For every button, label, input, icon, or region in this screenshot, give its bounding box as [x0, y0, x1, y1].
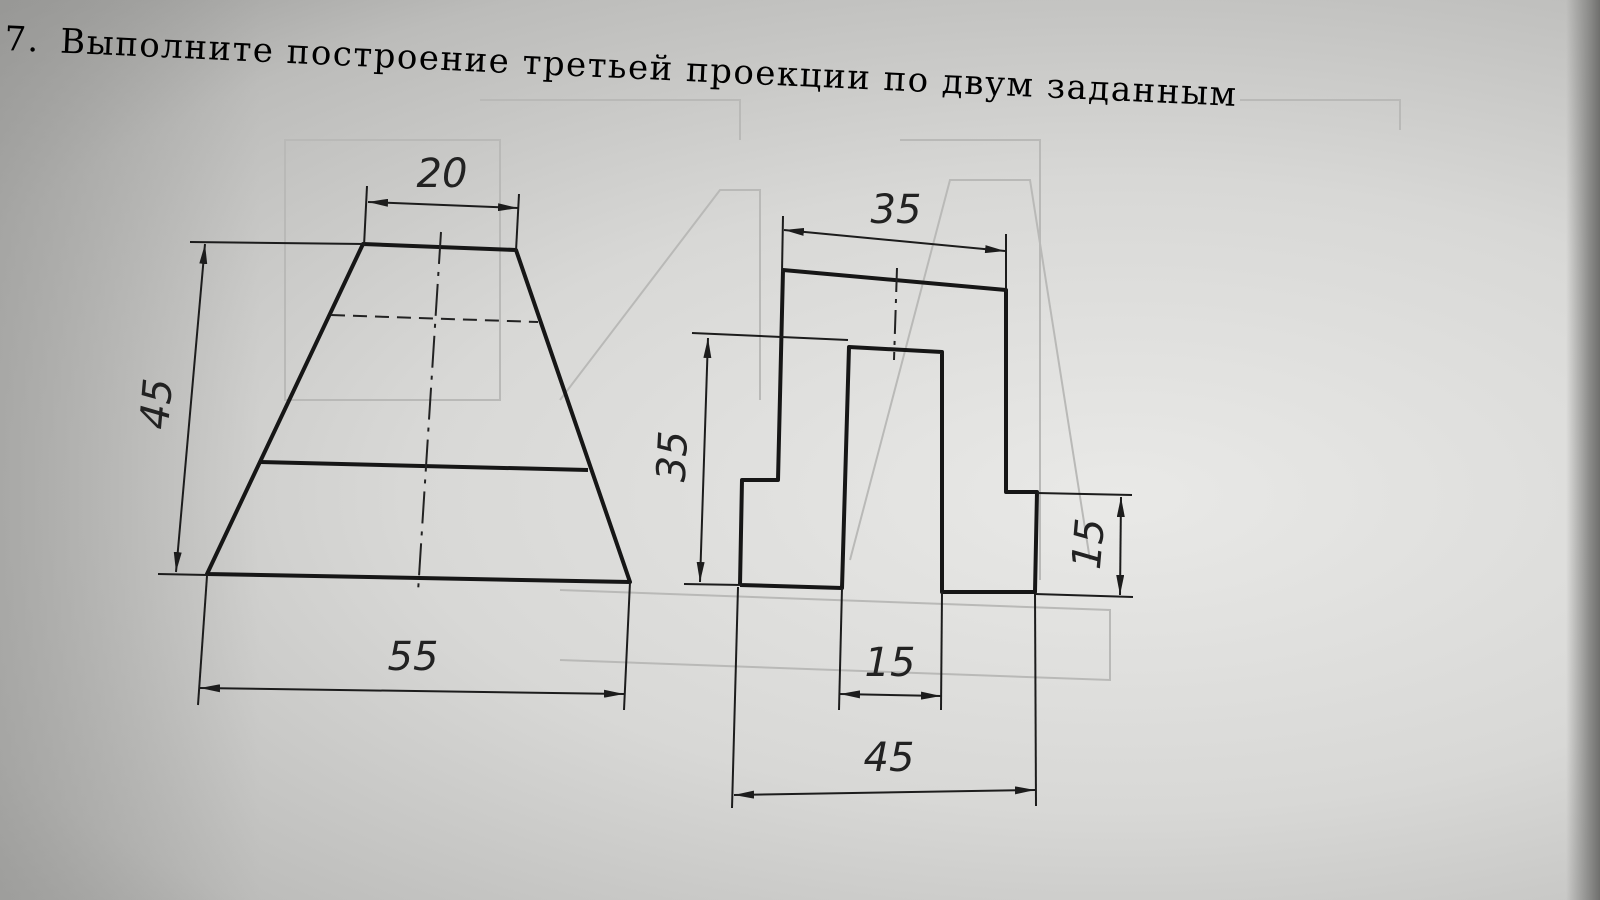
side-view-axis-line — [893, 267, 898, 361]
task-title: 7. Выполните построение третьей проекции… — [4, 19, 1240, 112]
front-view-hidden-line — [330, 314, 539, 323]
dim-front-bottom-width-label: 55 — [388, 634, 439, 680]
side-view-outline — [738, 268, 1039, 594]
show-through-ghost — [284, 99, 1401, 682]
task-number: 7. — [4, 19, 41, 61]
page-edge-shadow — [1566, 0, 1600, 900]
dim-front-height-label: 45 — [132, 377, 182, 432]
page-shadow-left — [0, 0, 260, 900]
side-view: 35 35 15 15 — [649, 187, 1134, 809]
dim-side-step-height: 15 — [1034, 492, 1134, 598]
front-view-outline — [205, 242, 632, 584]
dim-side-overall-width-label: 45 — [864, 735, 915, 781]
dim-front-top-width-label: 20 — [417, 151, 468, 197]
dim-front-bottom-width: 55 — [197, 575, 631, 711]
dim-side-overall-width: 45 — [731, 586, 1037, 809]
dim-side-slot-width: 15 — [838, 587, 943, 711]
dim-side-slot-width-label: 15 — [865, 640, 916, 686]
dim-front-height: 45 — [132, 241, 365, 576]
dim-side-height: 35 — [649, 332, 849, 586]
dim-side-step-height-label: 15 — [1064, 517, 1114, 572]
dim-side-top-width: 35 — [781, 187, 1007, 292]
dim-front-top-width: 20 — [363, 151, 520, 252]
dim-side-top-width-label: 35 — [871, 187, 922, 233]
dim-side-height-label: 35 — [649, 430, 698, 483]
front-view-axis-line — [417, 231, 442, 593]
front-view-edge-line — [259, 460, 589, 472]
front-view: 20 45 55 — [132, 151, 632, 711]
